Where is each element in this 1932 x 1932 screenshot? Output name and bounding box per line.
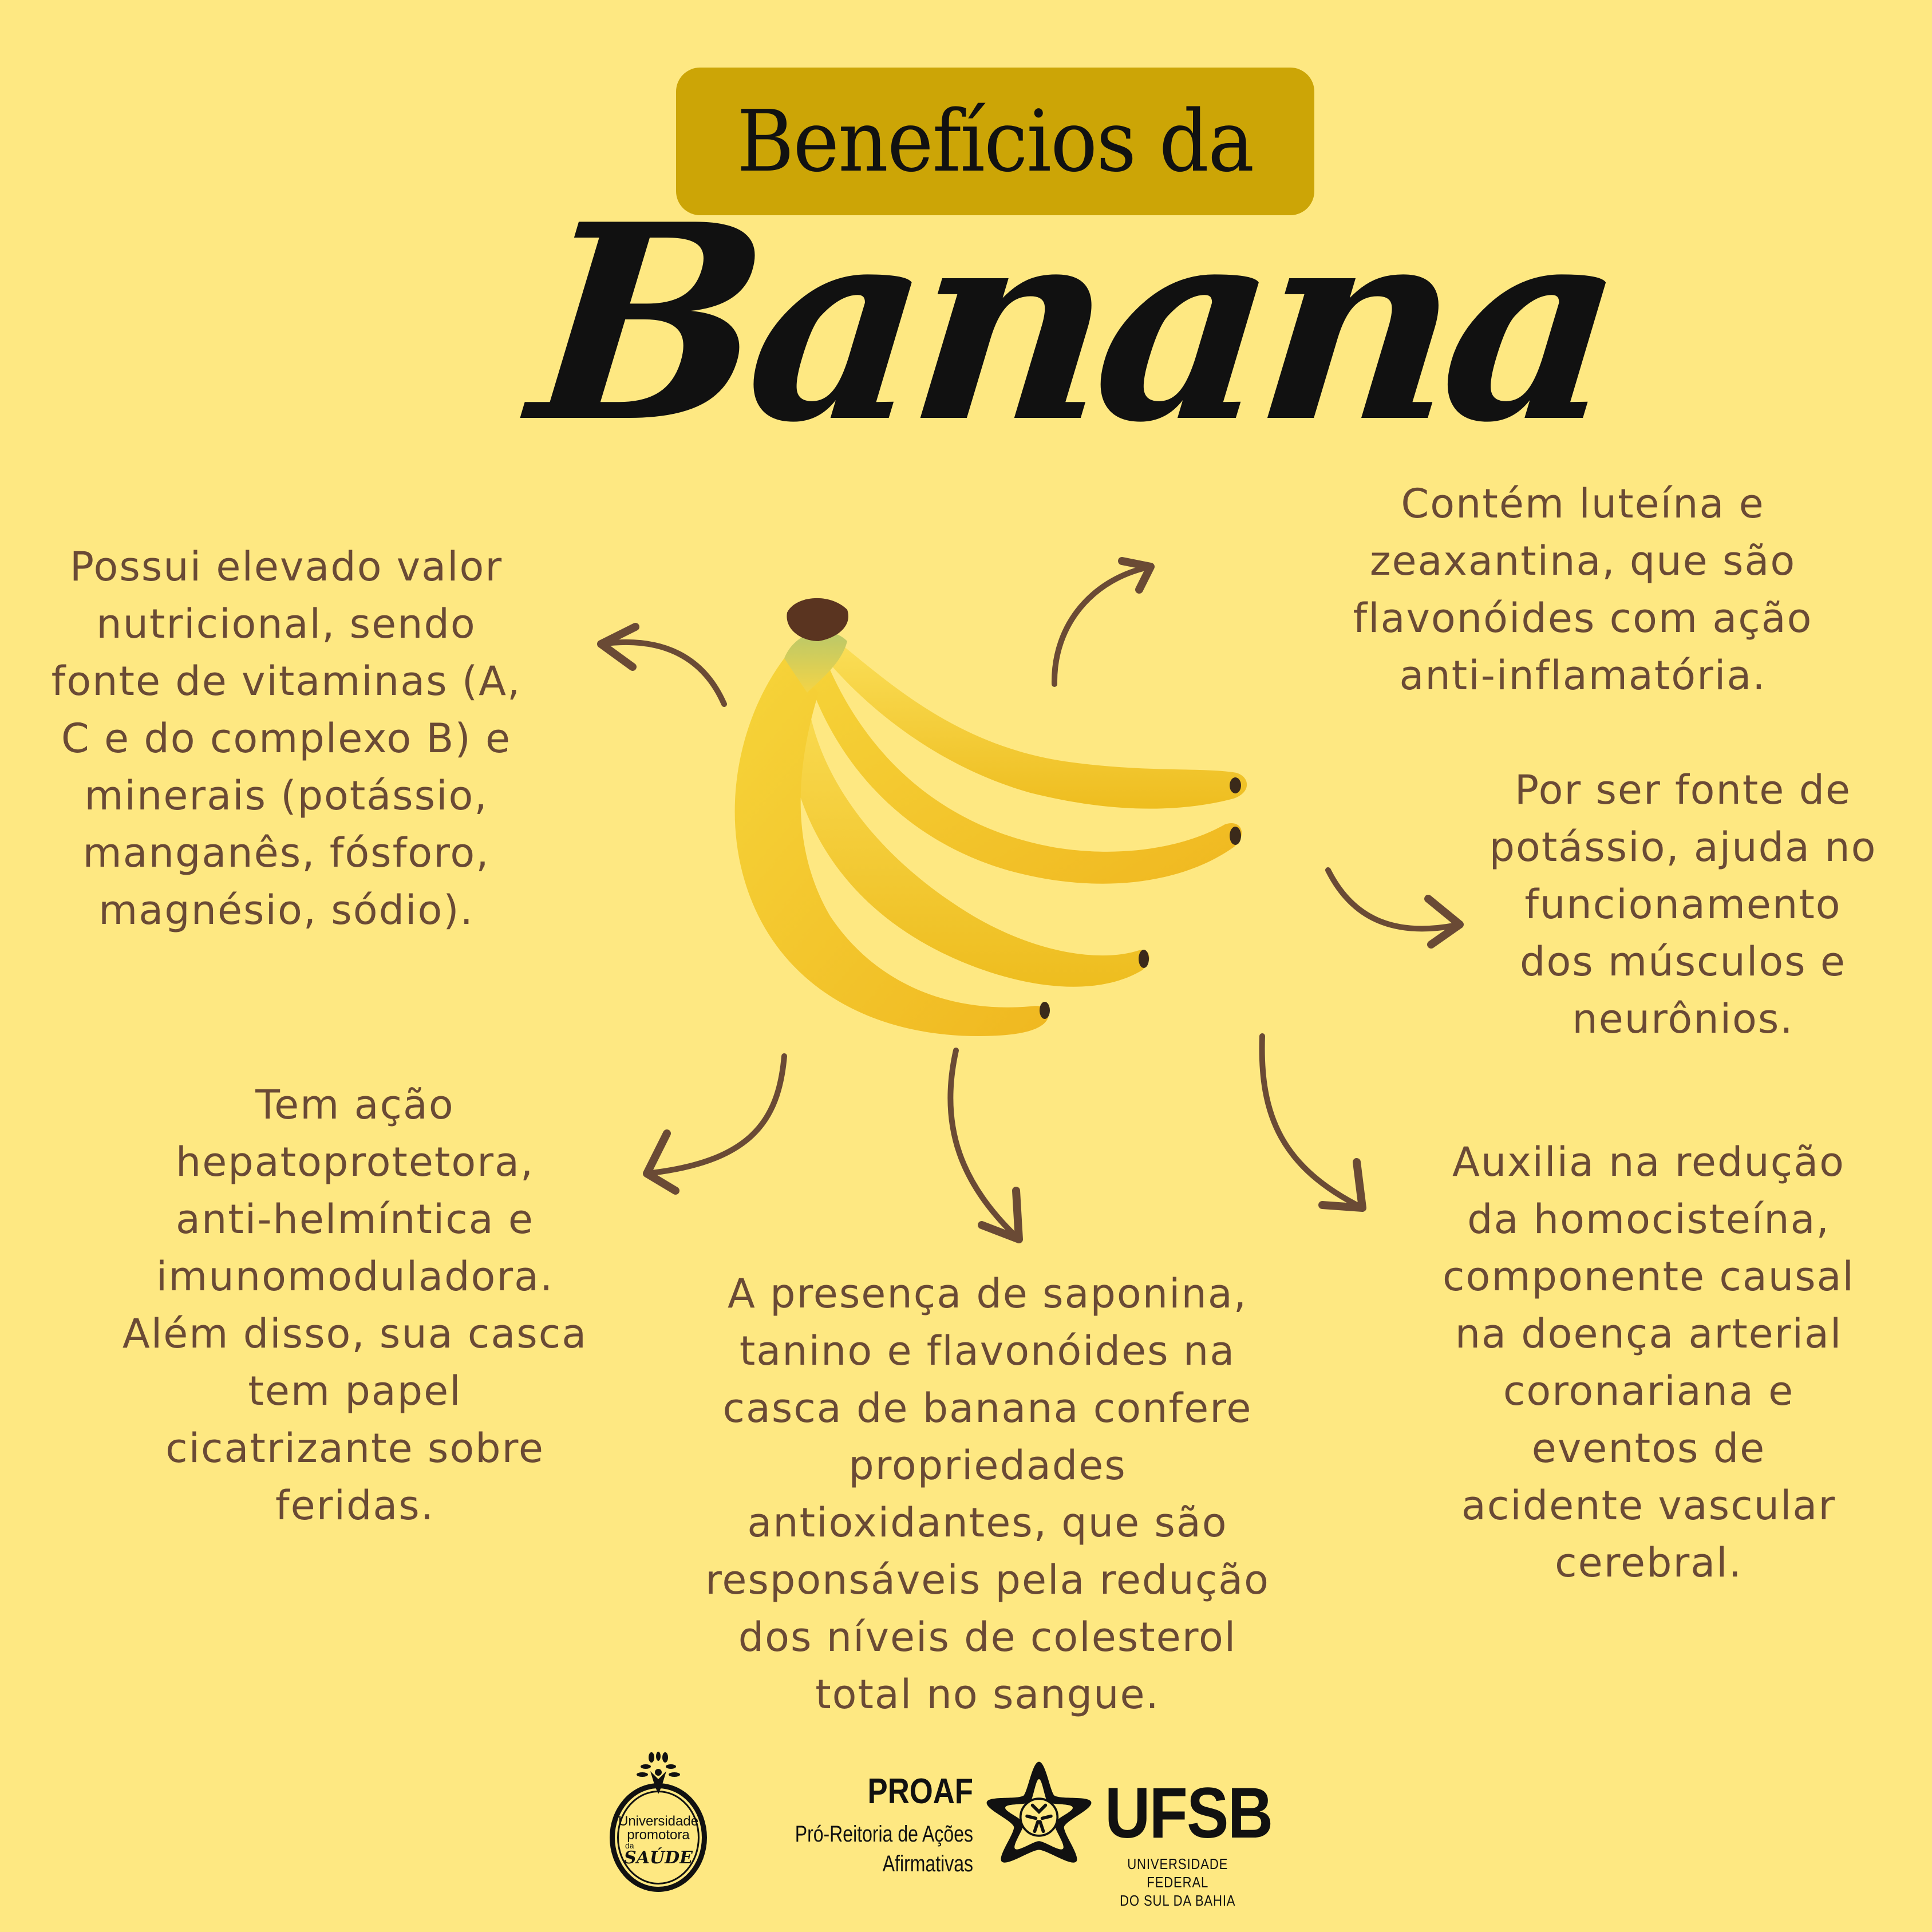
- logo-ring: [610, 1783, 707, 1892]
- saude-logo-line2: promotora: [627, 1827, 690, 1843]
- universidade-promotora-saude-logo: Universidade promotora da SAÚDE: [595, 1752, 721, 1901]
- banana-bunch-image: [734, 598, 1247, 1036]
- arrow-to-homocysteine: [1259, 1033, 1366, 1212]
- saude-logo-line3: da: [625, 1841, 634, 1850]
- proaf-acronym: PROAF: [867, 1772, 973, 1811]
- ufsb-line1: UNIVERSIDADE FEDERAL: [1127, 1855, 1228, 1891]
- ufsb-full-name: UNIVERSIDADE FEDERAL DO SUL DA BAHIA: [1107, 1855, 1249, 1910]
- ufsb-line2: DO SUL DA BAHIA: [1120, 1892, 1236, 1909]
- footer-logos: Universidade promotora da SAÚDE PROAF Pr…: [595, 1752, 1305, 1909]
- proaf-logo: PROAF Pró-Reitoria de Ações Afirmativas: [733, 1769, 973, 1895]
- arrow-to-lutein: [1051, 557, 1155, 687]
- proaf-line2: Afirmativas: [882, 1851, 973, 1876]
- ufsb-star-icon: [986, 1761, 1092, 1863]
- title-pill-text: Benefícios da: [737, 92, 1254, 191]
- proaf-line1: Pró-Reitoria de Ações: [795, 1822, 973, 1847]
- arrow-to-saponin: [947, 1048, 1023, 1243]
- logo-ring-inner: [617, 1791, 700, 1884]
- benefit-saponin-antioxidant: A presença de saponina, tanino e flavonó…: [705, 1270, 1270, 1718]
- arrow-to-nutritional: [597, 623, 727, 707]
- tree-person-icon: [637, 1752, 680, 1794]
- saude-logo-line1: Universidade: [618, 1814, 699, 1829]
- arrow-to-potassium: [1325, 867, 1464, 949]
- ufsb-acronym: UFSB: [1105, 1773, 1273, 1853]
- saude-logo-line4: SAÚDE: [624, 1848, 693, 1868]
- benefit-hepatoprotective: Tem ação hepatoprotetora, anti-helmíntic…: [122, 1081, 588, 1529]
- title-pill: Benefícios da: [676, 68, 1314, 215]
- ufsb-logo: UFSB UNIVERSIDADE FEDERAL DO SUL DA BAHI…: [985, 1752, 1305, 1909]
- benefit-lutein-zeaxanthin: Contém luteína e zeaxantina, que são fla…: [1353, 480, 1813, 699]
- benefit-homocysteine: Auxilia na redução da homocisteína, comp…: [1443, 1139, 1855, 1586]
- arrow-to-hepatoprotective: [643, 1053, 787, 1195]
- benefit-nutritional-value: Possui elevado valor nutricional, sendo …: [51, 543, 521, 934]
- benefit-potassium: Por ser fonte de potássio, ajuda no func…: [1489, 767, 1877, 1042]
